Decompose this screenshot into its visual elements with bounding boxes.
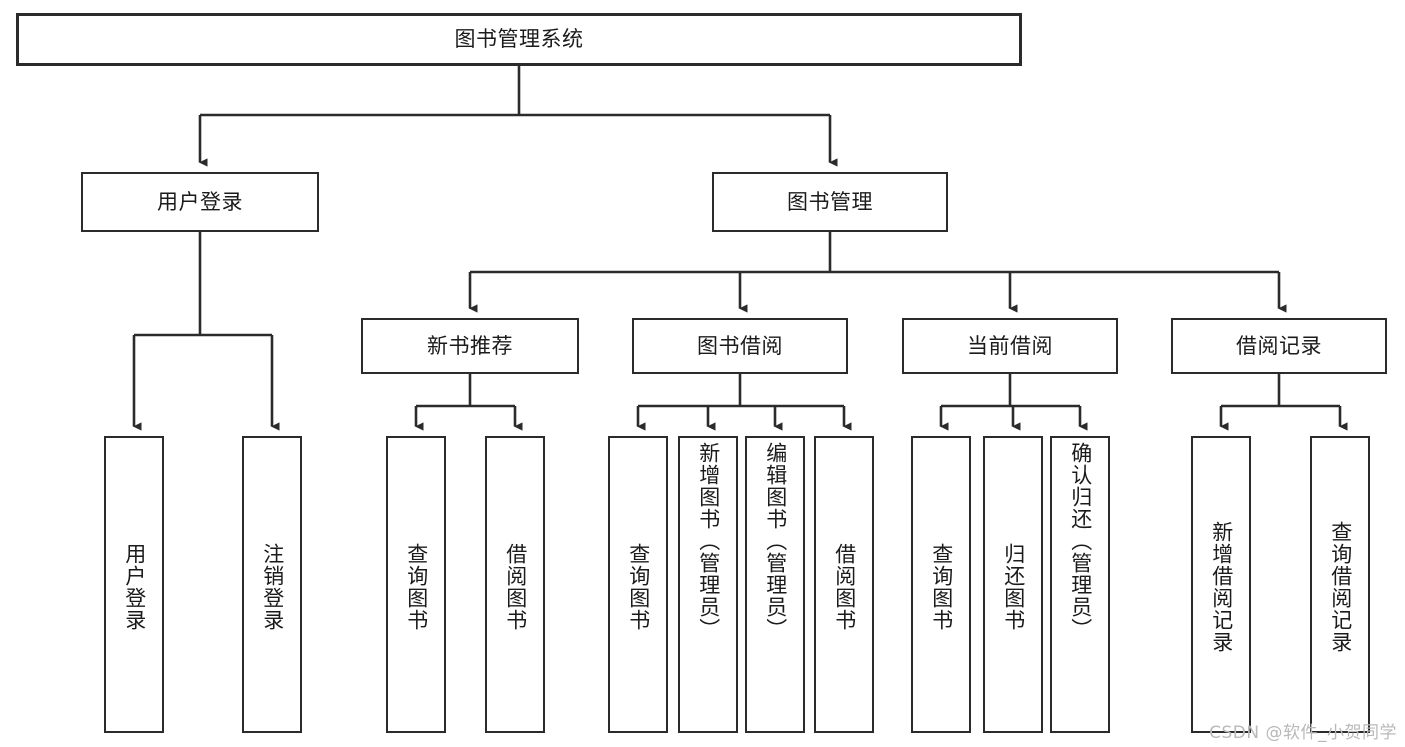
node-leaf-add-borrow-record[interactable]: 新增借阅记录: [1191, 436, 1251, 733]
node-leaf-user-login[interactable]: 用户登录: [104, 436, 164, 733]
node-leaf-user-login-label: 用户登录: [122, 542, 147, 631]
node-borrowing-records[interactable]: 借阅记录: [1171, 318, 1387, 374]
node-borrowing-records-label: 借阅记录: [1236, 333, 1322, 358]
node-book-management-label: 图书管理: [787, 189, 873, 214]
node-leaf-confirm-return-admin-label: 确认归还（管理员）: [1068, 442, 1093, 640]
node-leaf-logout[interactable]: 注销登录: [242, 436, 302, 733]
node-new-book-recommendation-label: 新书推荐: [427, 333, 513, 358]
node-current-borrowing-label: 当前借阅: [967, 333, 1053, 358]
node-book-borrowing[interactable]: 图书借阅: [632, 318, 848, 374]
node-leaf-borrow-books-rec-label: 借阅图书: [503, 542, 528, 631]
node-leaf-query-books[interactable]: 查询图书: [608, 436, 668, 733]
node-current-borrowing[interactable]: 当前借阅: [902, 318, 1118, 374]
node-root-label: 图书管理系统: [454, 27, 584, 52]
node-book-borrowing-label: 图书借阅: [697, 333, 783, 358]
node-leaf-query-books-rec-label: 查询图书: [404, 542, 429, 631]
node-leaf-confirm-return-admin[interactable]: 确认归还（管理员）: [1050, 436, 1110, 733]
node-leaf-query-books-current[interactable]: 查询图书: [911, 436, 971, 733]
node-leaf-add-book-admin-label: 新增图书（管理员）: [696, 442, 721, 640]
node-leaf-query-borrow-record[interactable]: 查询借阅记录: [1310, 436, 1370, 733]
node-new-book-recommendation[interactable]: 新书推荐: [361, 318, 579, 374]
node-leaf-borrow-books-label: 借阅图书: [832, 542, 857, 631]
watermark-credit: CSDN @软件_小贺同学: [1209, 723, 1397, 743]
node-leaf-query-borrow-record-label: 查询借阅记录: [1328, 520, 1353, 653]
node-leaf-query-books-label: 查询图书: [626, 542, 651, 631]
node-leaf-logout-label: 注销登录: [260, 542, 285, 631]
node-leaf-edit-book-admin-label: 编辑图书（管理员）: [763, 442, 788, 640]
node-leaf-query-books-current-label: 查询图书: [929, 542, 954, 631]
node-root[interactable]: 图书管理系统: [16, 13, 1022, 66]
node-leaf-edit-book-admin[interactable]: 编辑图书（管理员）: [745, 436, 805, 733]
node-leaf-borrow-books[interactable]: 借阅图书: [814, 436, 874, 733]
node-leaf-add-borrow-record-label: 新增借阅记录: [1209, 520, 1234, 653]
node-leaf-add-book-admin[interactable]: 新增图书（管理员）: [678, 436, 738, 733]
node-user-login[interactable]: 用户登录: [81, 172, 319, 232]
node-book-management[interactable]: 图书管理: [712, 172, 948, 232]
node-leaf-borrow-books-rec[interactable]: 借阅图书: [485, 436, 545, 733]
node-leaf-return-books[interactable]: 归还图书: [983, 436, 1043, 733]
node-leaf-query-books-rec[interactable]: 查询图书: [386, 436, 446, 733]
node-leaf-return-books-label: 归还图书: [1001, 542, 1026, 631]
node-user-login-label: 用户登录: [157, 189, 243, 214]
